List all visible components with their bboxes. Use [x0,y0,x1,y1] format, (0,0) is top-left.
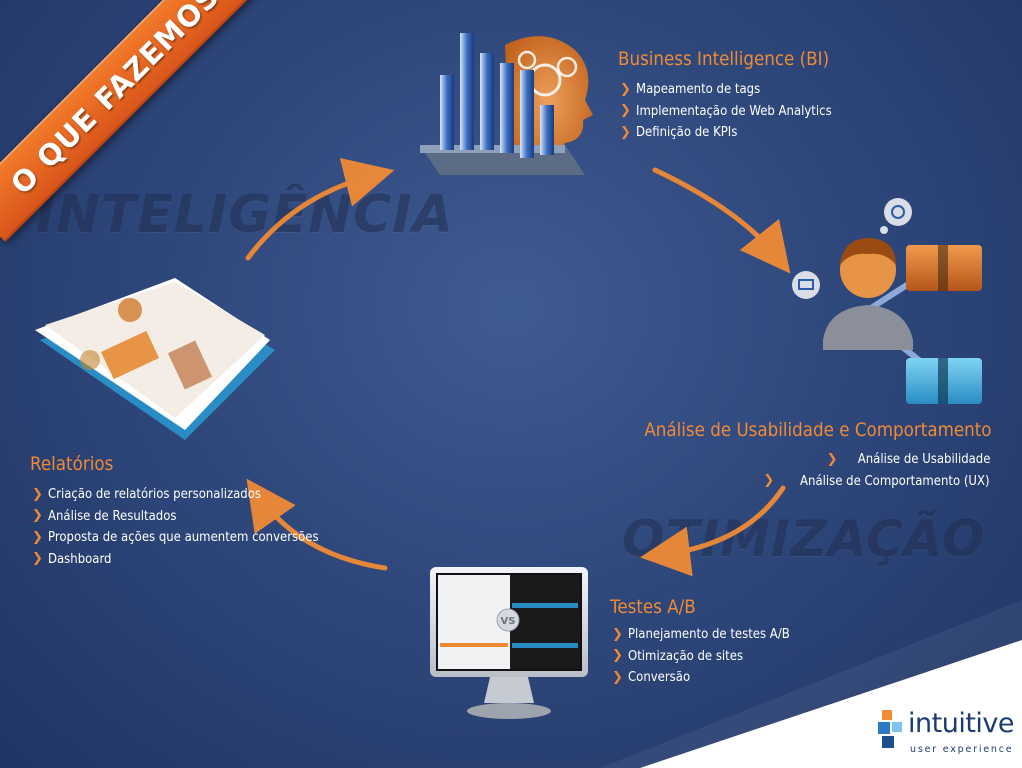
chart-head-icon [420,33,593,175]
arrow-reports-to-bi [245,158,395,261]
chevron-right-icon: ❯ [763,473,775,489]
list-item: ❯Mapeamento de tags [620,81,761,97]
arrow-ab-to-reports [246,478,388,571]
list-item: ❯Criação de relatórios personalizados [32,486,261,502]
list-item: ❯Definição de KPIs [620,124,738,140]
chevron-right-icon: ❯ [620,124,631,140]
intuitive-logo: intuitive user experience [878,708,1018,764]
list-item: ❯Análise de Usabilidade [826,451,990,467]
reports-list: ❯Criação de relatórios personalizados ❯A… [32,484,349,570]
chevron-right-icon: ❯ [612,626,623,642]
list-item: ❯Conversão [612,669,691,685]
list-item: ❯Análise de Comportamento (UX) [763,473,990,489]
ab-list: ❯Planejamento de testes A/B ❯Otimização … [612,624,808,689]
user-network-icon [792,198,982,404]
list-item: ❯Dashboard [32,551,112,567]
chevron-right-icon: ❯ [620,81,631,97]
logo-name: intuitive [908,708,1015,739]
logo-tagline: user experience [910,744,1014,755]
chevron-right-icon: ❯ [826,451,838,467]
arrow-usability-to-ab [640,485,786,577]
list-item: ❯Proposta de ações que aumentem conversõ… [32,529,319,545]
list-item: ❯Otimização de sites [612,648,744,664]
monitor-ab-test-icon: VS [430,567,588,719]
arrow-bi-to-usability [652,167,791,274]
chevron-right-icon: ❯ [32,529,43,545]
vs-label: VS [501,616,516,627]
list-item: ❯Implementação de Web Analytics [620,103,832,119]
reports-papers-icon [35,278,275,440]
reports-title: Relatórios [30,453,114,475]
ab-title: Testes A/B [610,596,696,618]
usability-title: Análise de Usabilidade e Comportamento [644,419,992,441]
list-item: ❯Análise de Resultados [32,508,177,524]
logo-mark-icon [878,710,902,748]
chevron-right-icon: ❯ [32,551,43,567]
bi-list: ❯Mapeamento de tags ❯Implementação de We… [620,79,853,144]
chevron-right-icon: ❯ [612,669,623,685]
chevron-right-icon: ❯ [32,486,43,502]
chevron-right-icon: ❯ [620,103,631,119]
chevron-right-icon: ❯ [32,508,43,524]
list-item: ❯Planejamento de testes A/B [612,626,790,642]
chevron-right-icon: ❯ [612,648,623,664]
usability-list: ❯Análise de Usabilidade ❯Análise de Comp… [763,449,990,492]
bi-title: Business Intelligence (BI) [618,48,830,70]
